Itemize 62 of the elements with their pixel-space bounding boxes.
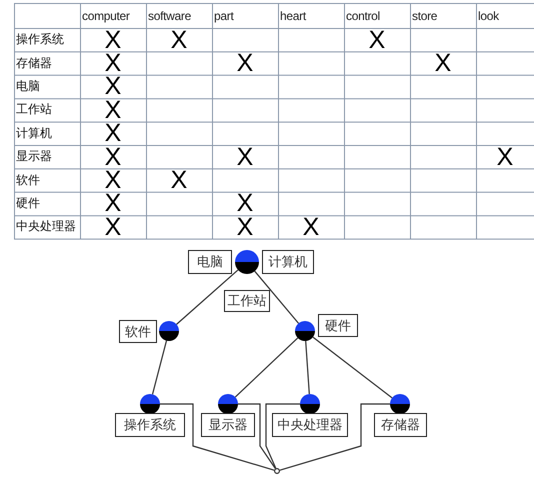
concept-circle xyxy=(300,394,320,414)
column-header: look xyxy=(477,8,499,22)
concept-circle xyxy=(159,321,179,341)
cross-mark: X xyxy=(104,98,122,121)
cross-mark: X xyxy=(496,146,514,168)
row-header: 中央处理器 xyxy=(15,218,76,236)
cross-mark: X xyxy=(434,52,452,74)
lattice-line xyxy=(265,403,300,468)
row-header: 存储器 xyxy=(15,54,52,72)
lattice-line xyxy=(305,340,310,394)
column-header: part xyxy=(213,8,234,22)
concept-circle xyxy=(295,321,315,341)
concept-label: 软件 xyxy=(119,320,157,343)
row-header: 软件 xyxy=(15,172,40,189)
cross-mark: X xyxy=(236,216,254,238)
concept-circle xyxy=(235,250,259,274)
row-header: 操作系统 xyxy=(15,31,64,48)
concept-label: 工作站 xyxy=(224,290,270,312)
concept-circle xyxy=(140,394,160,414)
lattice-line xyxy=(238,403,276,469)
concept-label: 操作系统 xyxy=(115,413,185,437)
lattice-line xyxy=(176,270,238,325)
concept-circle xyxy=(218,394,238,414)
column-header: store xyxy=(411,8,438,22)
cross-mark: X xyxy=(236,146,254,168)
cross-mark: X xyxy=(170,169,188,192)
concept-label: 计算机 xyxy=(262,250,314,274)
row-header: 硬件 xyxy=(15,194,40,212)
lattice-line xyxy=(312,336,392,398)
lattice-line xyxy=(160,403,274,471)
lattice-line xyxy=(152,340,168,394)
cross-mark: X xyxy=(236,192,254,214)
cross-mark: X xyxy=(368,28,386,51)
row-header: 显示器 xyxy=(15,148,52,166)
lattice-line xyxy=(280,403,390,471)
cross-mark: X xyxy=(104,28,122,51)
column-header: software xyxy=(147,8,191,22)
cross-mark: X xyxy=(236,52,254,74)
cross-mark: X xyxy=(170,28,188,51)
concept-label: 显示器 xyxy=(201,413,255,437)
concept-circle xyxy=(274,468,280,474)
row-header: 电脑 xyxy=(15,78,40,95)
cross-mark: X xyxy=(104,52,122,74)
lattice-line xyxy=(254,270,300,324)
cross-mark: X xyxy=(104,192,122,214)
cross-mark: X xyxy=(104,216,122,238)
cross-mark: X xyxy=(302,216,320,238)
cross-mark: X xyxy=(104,146,122,168)
lattice-line xyxy=(234,337,298,398)
concept-label: 中央处理器 xyxy=(272,413,348,437)
concept-label: 电脑 xyxy=(188,250,232,274)
concept-label: 硬件 xyxy=(318,314,358,337)
column-header: computer xyxy=(81,8,130,22)
concept-circle xyxy=(390,394,410,414)
row-header: 计算机 xyxy=(15,124,52,142)
cross-mark: X xyxy=(104,75,122,98)
cross-mark: X xyxy=(104,169,122,192)
concept-label: 存储器 xyxy=(374,413,427,437)
row-header: 工作站 xyxy=(15,101,52,118)
column-header: heart xyxy=(279,8,306,22)
column-header: control xyxy=(345,8,380,22)
cross-mark: X xyxy=(104,122,122,144)
